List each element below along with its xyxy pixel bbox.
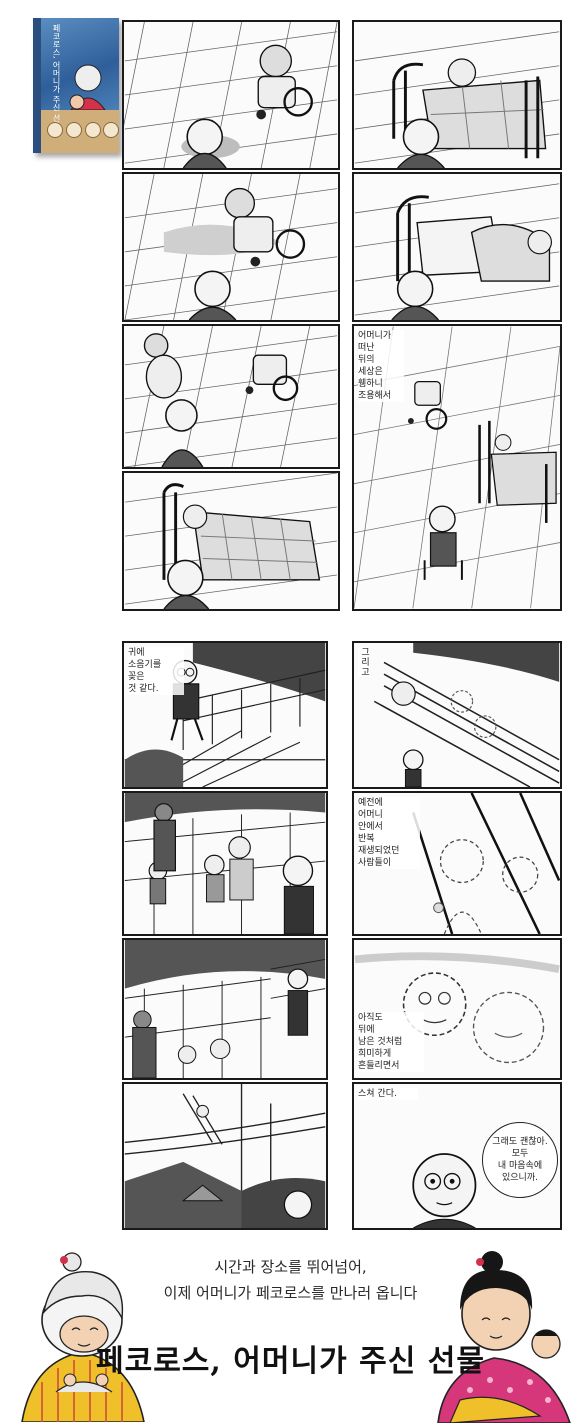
panel-11-art	[124, 1084, 326, 1228]
grandmother-illustration	[21, 1252, 145, 1422]
comic-panel-6	[352, 172, 562, 322]
caption-page1-right-p3: 어머니가 떠난 뒤의 세상은 휑하니 조용해서	[358, 330, 404, 402]
panel-6-art	[354, 183, 560, 320]
panel-9-art	[124, 793, 326, 934]
panel-2-art	[124, 174, 338, 320]
comic-panel-11	[122, 1082, 328, 1230]
comic-panel-10	[122, 938, 328, 1080]
comic-panel-12: 그리고	[352, 641, 562, 789]
panel-14-art	[354, 952, 560, 1064]
caption-page2-right-p1: 그리고	[358, 647, 370, 677]
speech-bubble: 그래도 괜찮아. 모두 내 마음속에 있으니까.	[482, 1122, 558, 1198]
comic-panel-13: 예전에 어머니 안에서 반복 재생되었던 사람들이	[352, 791, 562, 936]
panel-7-art	[354, 326, 560, 609]
comic-panel-15: 스쳐 간다. 그래도 괜찮아. 모두 내 마음속에 있으니까.	[352, 1082, 562, 1230]
caption-page2-right-p3: 아직도 뒤에 남은 것처럼 희미하게 흔들리면서	[358, 1012, 424, 1072]
panel-12-art	[373, 643, 560, 787]
caption-page2-left-p1: 귀에 소음기를 꽂은 것 같다.	[128, 647, 184, 695]
comic-panel-7: 어머니가 떠난 뒤의 세상은 휑하니 조용해서	[352, 324, 562, 611]
panel-5-art	[354, 31, 560, 168]
comic-panel-2	[122, 172, 340, 322]
promo-line-2: 이제 어머니가 페코로스를 만나러 옵니다	[163, 1284, 418, 1302]
comic-panel-3	[122, 324, 340, 469]
book-cover-image: 페코로스, 어머니가 주신 선물	[33, 18, 119, 153]
panel-10-art	[124, 940, 326, 1078]
comic-panel-4	[122, 471, 340, 611]
comic-panel-9	[122, 791, 328, 936]
panel-1-art	[124, 22, 338, 168]
book-cover-title: 페코로스, 어머니가 주신 선물	[52, 24, 61, 131]
caption-page2-right-p4: 스쳐 간다.	[358, 1088, 418, 1100]
promo-title: 페코로스, 어머니가 주신 선물	[96, 1344, 485, 1379]
panel-3-art	[124, 326, 338, 467]
mother-with-baby-illustration	[437, 1251, 571, 1423]
comic-panel-14: 아직도 뒤에 남은 것처럼 희미하게 흔들리면서	[352, 938, 562, 1080]
promo-line-1: 시간과 장소를 뛰어넘어,	[214, 1258, 367, 1276]
comic-panel-8: 귀에 소음기를 꽂은 것 같다.	[122, 641, 328, 789]
comic-panel-1	[122, 20, 340, 170]
panel-4-art	[125, 473, 337, 609]
caption-page2-right-p2: 예전에 어머니 안에서 반복 재생되었던 사람들이	[358, 797, 420, 869]
comic-panel-5	[352, 20, 562, 170]
panel-15-art	[412, 1153, 477, 1228]
